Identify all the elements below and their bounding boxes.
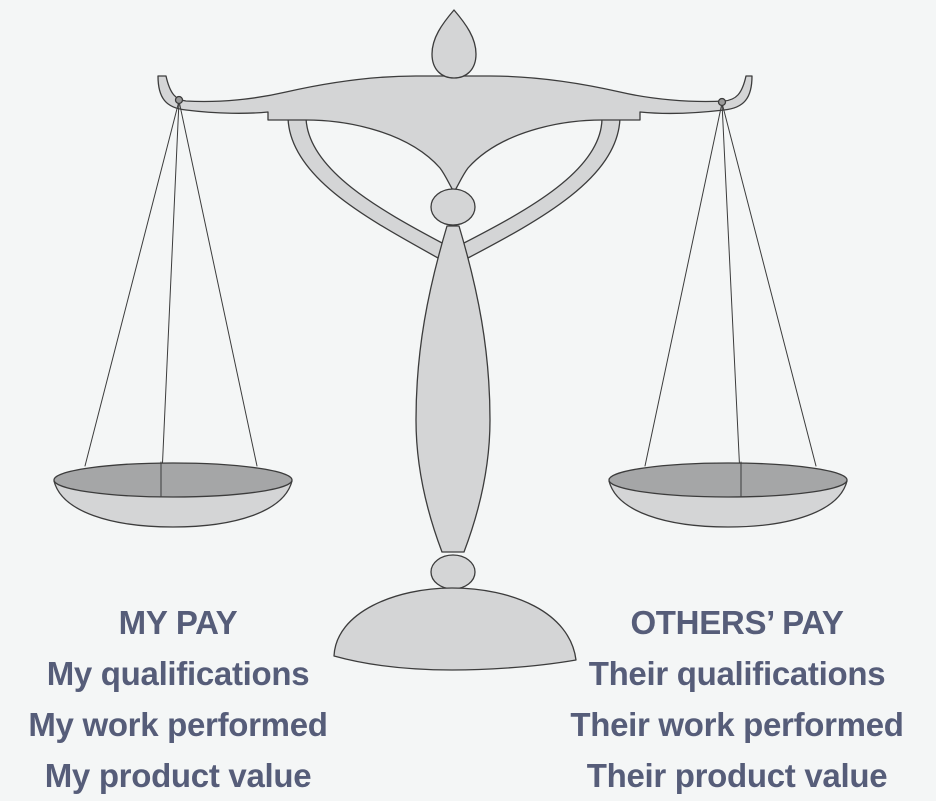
others-pay-item: Their work performed [570,706,904,743]
central-column [415,225,491,553]
others-pay-item: Their qualifications [588,655,886,692]
right-pivot-ring [717,97,727,107]
left-pivot-ring [174,95,184,105]
my-pay-item: My qualifications [46,655,310,692]
my-pay-labels: MY PAY My qualifications My work perform… [0,597,356,801]
my-pay-item: My work performed [28,706,328,743]
scale-beam [157,75,753,193]
lower-knob [430,554,476,590]
my-pay-item: My product value [44,757,312,794]
left-scale-pan [53,461,293,528]
left-pan-strings [84,100,258,497]
upper-knob [430,188,476,226]
right-pan-strings [644,102,817,497]
others-pay-item: Their product value [586,757,888,794]
scale-base [333,587,577,671]
others-pay-labels: OTHERS’ PAY Their qualifications Their w… [556,597,918,801]
others-pay-heading: OTHERS’ PAY [630,604,844,641]
right-scale-pan [608,461,848,528]
scale-finial [431,9,477,79]
my-pay-heading: MY PAY [118,604,238,641]
